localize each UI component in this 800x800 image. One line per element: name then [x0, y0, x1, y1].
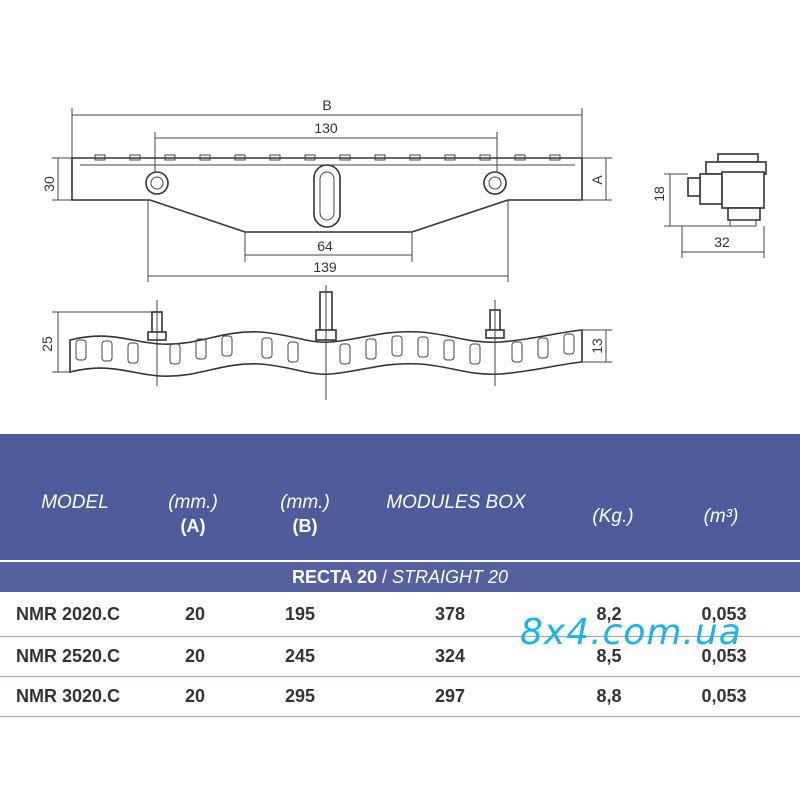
cell-modules: 378	[434, 604, 466, 624]
cell-b: 195	[284, 604, 316, 624]
cell-b: 245	[284, 646, 316, 666]
dim-30: 30	[41, 176, 57, 192]
cell-m3: 0,053	[701, 686, 747, 706]
header-b-letter: (B)	[292, 516, 318, 536]
watermark: 8x4.com.ua	[520, 612, 742, 653]
cell-modules: 324	[434, 646, 466, 666]
dim-139: 139	[313, 259, 337, 275]
section-title-sep: /	[376, 567, 392, 587]
header-model: MODEL	[28, 492, 122, 514]
top-teeth	[94, 154, 561, 161]
section-title-italic: STRAIGHT 20	[392, 567, 509, 587]
cell-model: NMR 3020.C	[16, 686, 121, 706]
dim-18: 18	[651, 186, 667, 202]
row-divider	[0, 716, 800, 717]
row-divider	[0, 676, 800, 677]
dim-25: 25	[39, 336, 55, 352]
front-view: 25 13	[39, 285, 612, 400]
header-modules-box: MODULES BOX	[368, 492, 544, 514]
header-m3-label: (m³)	[703, 506, 739, 527]
cell-a: 20	[184, 686, 206, 706]
header-a-letter: (A)	[180, 516, 206, 536]
dim-B: B	[322, 97, 331, 113]
dim-13: 13	[589, 338, 605, 354]
header-b-unit: (mm.)	[280, 492, 330, 513]
cell-m3: 0,053	[701, 646, 747, 666]
header-modules-label: MODULES BOX	[386, 492, 526, 513]
section-title: RECTA 20 / STRAIGHT 20	[0, 567, 800, 588]
technical-drawing: B 130 64 139 30 A 18 32	[39, 97, 767, 400]
header-kg-label: (Kg.)	[592, 506, 634, 527]
section-band: RECTA 20 / STRAIGHT 20	[0, 560, 800, 592]
dim-32: 32	[714, 234, 730, 250]
cell-kg: 8,5	[596, 646, 622, 666]
dim-A: A	[589, 175, 605, 185]
row-divider	[0, 636, 800, 637]
table-row: NMR 2020.C 20 195 378 8,2 0,053	[0, 596, 800, 636]
section-title-bold: RECTA 20	[291, 567, 377, 587]
table-header: MODEL (mm.) (A) (mm.) (B) MODULES BOX (K…	[0, 434, 800, 560]
cell-a: 20	[184, 604, 206, 624]
cell-b: 295	[284, 686, 316, 706]
front-windows	[75, 333, 575, 365]
header-model-label: MODEL	[41, 492, 109, 513]
dim-64: 64	[317, 238, 333, 254]
header-a-unit: (mm.)	[168, 492, 218, 513]
cell-kg: 8,2	[596, 604, 622, 624]
cell-m3: 0,053	[701, 604, 747, 624]
cell-a: 20	[184, 646, 206, 666]
table-row: NMR 3020.C 20 295 297 8,8 0,053	[0, 678, 800, 718]
cell-modules: 297	[434, 686, 466, 706]
table-row: NMR 2520.C 20 245 324 8,5 0,053	[0, 638, 800, 678]
header-b: (mm.) (B)	[262, 492, 348, 537]
header-m3: (m³)	[686, 506, 756, 528]
dim-130: 130	[314, 120, 338, 136]
header-kg: (Kg.)	[578, 506, 648, 528]
cell-model: NMR 2520.C	[16, 646, 121, 666]
top-view: B 130 64 139 30 A	[41, 97, 612, 282]
cell-kg: 8,8	[596, 686, 622, 706]
header-a: (mm.) (A)	[150, 492, 236, 537]
side-view: 18 32	[651, 153, 767, 258]
cell-model: NMR 2020.C	[16, 604, 121, 624]
